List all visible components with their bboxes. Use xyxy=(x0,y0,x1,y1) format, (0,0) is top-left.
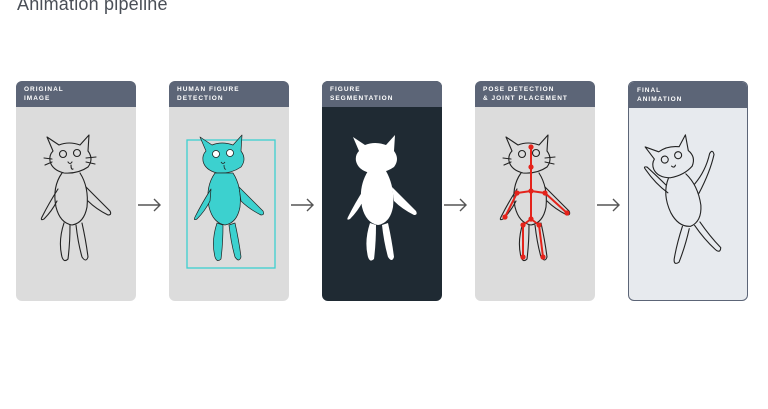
step-header: POSE DETECTION & JOINT PLACEMENT xyxy=(475,81,595,107)
arrow-right-icon xyxy=(596,196,622,214)
step-image xyxy=(475,107,595,301)
step-image xyxy=(629,108,747,300)
cat-drawing-icon xyxy=(40,134,112,262)
step-label-line2: DETECTION xyxy=(177,94,224,102)
step-label-line1: HUMAN FIGURE xyxy=(177,86,240,93)
step-header: FINAL ANIMATION xyxy=(629,82,747,108)
arrow-right-icon xyxy=(137,196,163,214)
step-label-line2: IMAGE xyxy=(24,94,51,102)
cat-silhouette-icon xyxy=(347,135,417,261)
step-card-pose-detection: POSE DETECTION & JOINT PLACEMENT xyxy=(475,81,595,301)
step-label-line2: & JOINT PLACEMENT xyxy=(483,94,568,102)
cat-animated-icon xyxy=(643,134,722,264)
step-card-figure-segmentation: FIGURE SEGMENTATION xyxy=(322,81,442,301)
arrow-right-icon xyxy=(443,196,469,214)
step-header: FIGURE SEGMENTATION xyxy=(322,81,442,107)
step-image xyxy=(169,107,289,301)
step-image xyxy=(16,107,136,301)
step-label-line1: FINAL xyxy=(637,87,662,94)
step-label-line2: SEGMENTATION xyxy=(330,94,394,102)
cat-detection-box-icon xyxy=(186,134,276,269)
step-header: HUMAN FIGURE DETECTION xyxy=(169,81,289,107)
step-card-original-image: ORIGINAL IMAGE xyxy=(16,81,136,301)
step-image xyxy=(322,107,442,301)
page-title: Animation pipeline xyxy=(17,0,168,14)
step-label-line1: POSE DETECTION xyxy=(483,86,555,93)
arrow-right-icon xyxy=(290,196,316,214)
step-label-line1: ORIGINAL xyxy=(24,86,64,93)
step-card-human-figure-detection: HUMAN FIGURE DETECTION xyxy=(169,81,289,301)
step-header: ORIGINAL IMAGE xyxy=(16,81,136,107)
step-label-line2: ANIMATION xyxy=(637,95,683,103)
cat-skeleton-icon xyxy=(499,134,571,262)
step-card-final-animation: FINAL ANIMATION xyxy=(628,81,748,301)
step-label-line1: FIGURE xyxy=(330,86,361,93)
